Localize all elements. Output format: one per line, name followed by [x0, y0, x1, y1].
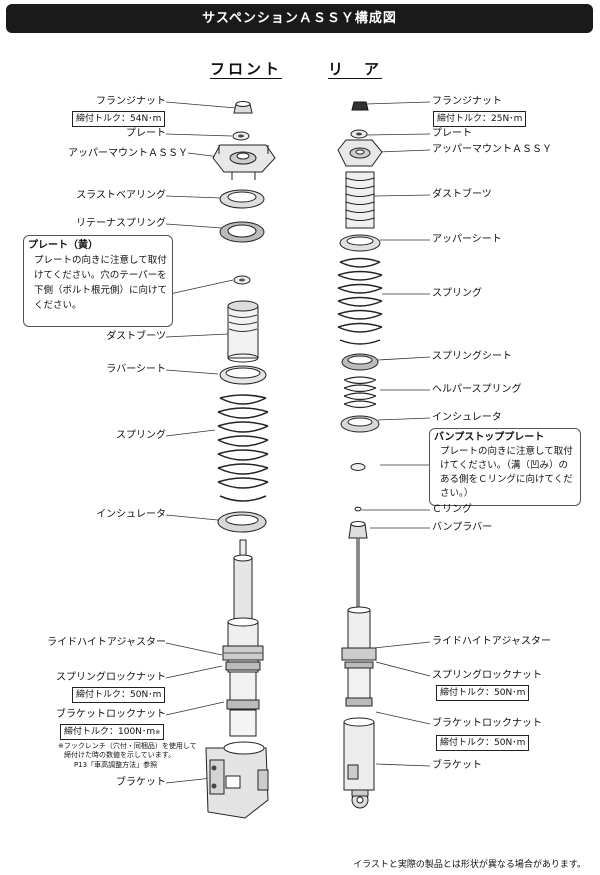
rear-note-line-4: さい。）: [440, 488, 474, 499]
hook-wrench-note-3: P13「車高調整方法」参照: [74, 761, 158, 769]
rear-flange-nut-part: [351, 101, 369, 111]
front-insulator-part: [217, 511, 267, 533]
rear-c-ring-label: Ｃリング: [432, 504, 472, 515]
rear-spring-lock-label: スプリングロックナット: [432, 670, 542, 681]
rear-dust-boot-label: ダストブーツ: [432, 189, 492, 200]
front-note-line-2: けてください。穴のテーパーを: [34, 270, 167, 281]
rear-note-line-2: けてください。（溝（凹み）の: [440, 460, 568, 471]
front-bracket-part: [205, 741, 269, 819]
rear-helper-spring-label: ヘルパースプリング: [432, 384, 522, 395]
rear-note-line-3: ある側をＣリングに向けてくだ: [440, 474, 573, 485]
front-spring-lock-torque-label: 締付トルク：50N･m: [72, 687, 166, 703]
rear-note-line-1: プレートの向きに注意して取付: [440, 446, 573, 457]
front-note-line-3: 下側（ボルト根元側）に向けて: [34, 285, 168, 296]
rear-spring-label: スプリング: [432, 288, 482, 299]
front-rubber-seat-part: [219, 365, 267, 385]
hook-wrench-note-1: ※フックレンチ（穴付・同梱品）を使用して: [58, 742, 197, 750]
front-spring-lock-label: スプリングロックナット: [56, 672, 166, 683]
rear-spring-lock-torque-label: 締付トルク：50N･m: [436, 685, 530, 701]
front-rubber-seat-label: ラバーシート: [106, 364, 166, 375]
rear-bracket-lock-torque-label: 締付トルク：50N･m: [436, 735, 530, 751]
rear-damper-part: [341, 538, 377, 707]
disclaimer-footer: イラストと実際の製品とは形状が異なる場合があります。: [353, 860, 586, 870]
front-upper-mount-part: [212, 144, 276, 180]
front-plate-note-box: プレート（黄） プレートの向きに注意して取付 けてください。穴のテーパーを 下側…: [23, 235, 173, 327]
front-thrust-bearing-part: [219, 189, 265, 209]
front-plate-label: プレート: [126, 128, 166, 139]
front-bracket-lock-label: ブラケットロックナット: [56, 709, 166, 720]
page-title: サスペンションＡＳＳＹ構成図: [6, 4, 593, 33]
rear-spring-seat-part: [341, 353, 379, 371]
rear-upper-seat-label: アッパーシート: [432, 234, 502, 245]
front-spring-lock-nut-part: [225, 661, 261, 671]
rear-c-ring-part: [354, 506, 362, 512]
rear-bump-rubber-label: バンプラバー: [432, 522, 493, 533]
front-flange-nut-part: [233, 101, 253, 114]
front-flange-nut-label: フランジナット: [96, 96, 166, 107]
rear-column-heading: リ ア: [328, 60, 383, 78]
rear-upper-seat-part: [339, 234, 381, 252]
rear-bump-stop-note-box: バンプストッププレート プレートの向きに注意して取付 けてください。（溝（凹み）…: [429, 428, 581, 506]
rear-bracket-label: ブラケット: [432, 760, 482, 771]
rear-spring-seat-label: スプリングシート: [432, 351, 512, 362]
rear-insulator-label: インシュレータ: [432, 412, 502, 423]
front-note-title: プレート（黄）: [28, 240, 98, 251]
front-ride-height-adjuster-part: [222, 645, 264, 661]
front-spring-label: スプリング: [116, 430, 166, 441]
front-retainer-spring-part: [219, 221, 265, 243]
front-note-line-1: プレートの向きに注意して取付: [34, 255, 167, 266]
front-column-heading: フロント: [210, 60, 283, 78]
rear-helper-spring-part: [343, 376, 377, 409]
front-bracket-lock-torque-label: 締付トルク：100N･m※: [60, 724, 165, 740]
rear-ride-height-label: ライドハイトアジャスター: [432, 636, 551, 647]
rear-upper-mount-label: アッパーマウントＡＳＳＹ: [432, 144, 552, 155]
leader-lines: [137, 101, 431, 784]
rear-bracket-part: [343, 717, 375, 809]
rear-upper-mount-part: [337, 139, 383, 167]
rear-flange-torque-label: 締付トルク：25N･m: [433, 111, 527, 127]
front-note-line-4: ください。: [34, 300, 82, 311]
front-spring-part: [217, 394, 269, 502]
rear-insulator-part: [340, 415, 380, 433]
rear-bump-rubber-part: [348, 521, 368, 539]
rear-dust-boot-part: [345, 171, 375, 229]
front-dust-boot-part: [227, 300, 259, 363]
front-insulator-label: インシュレータ: [96, 509, 166, 520]
front-dust-boot-label: ダストブーツ: [106, 331, 166, 342]
front-retainer-spring-label: リテーナスプリング: [76, 218, 166, 229]
front-bracket-label: ブラケット: [116, 777, 166, 788]
front-lower-body-part: [226, 671, 260, 737]
rear-flange-nut-label: フランジナット: [432, 96, 502, 107]
front-ride-height-label: ライドハイトアジャスター: [47, 637, 166, 648]
front-upper-mount-label: アッパーマウントＡＳＳＹ: [68, 148, 188, 159]
rear-plate-label: プレート: [432, 128, 472, 139]
rear-note-title: バンプストッププレート: [434, 432, 545, 443]
rear-bracket-lock-label: ブラケットロックナット: [432, 718, 542, 729]
rear-spring-part: [337, 257, 383, 345]
hook-wrench-note-2: 締付けた時の数値を示しています。: [64, 751, 176, 759]
rear-bump-stop-plate-part: [350, 463, 366, 471]
front-flange-torque-label: 締付トルク：54N･m: [72, 111, 166, 127]
front-thrust-bearing-label: スラストベアリング: [76, 190, 166, 201]
